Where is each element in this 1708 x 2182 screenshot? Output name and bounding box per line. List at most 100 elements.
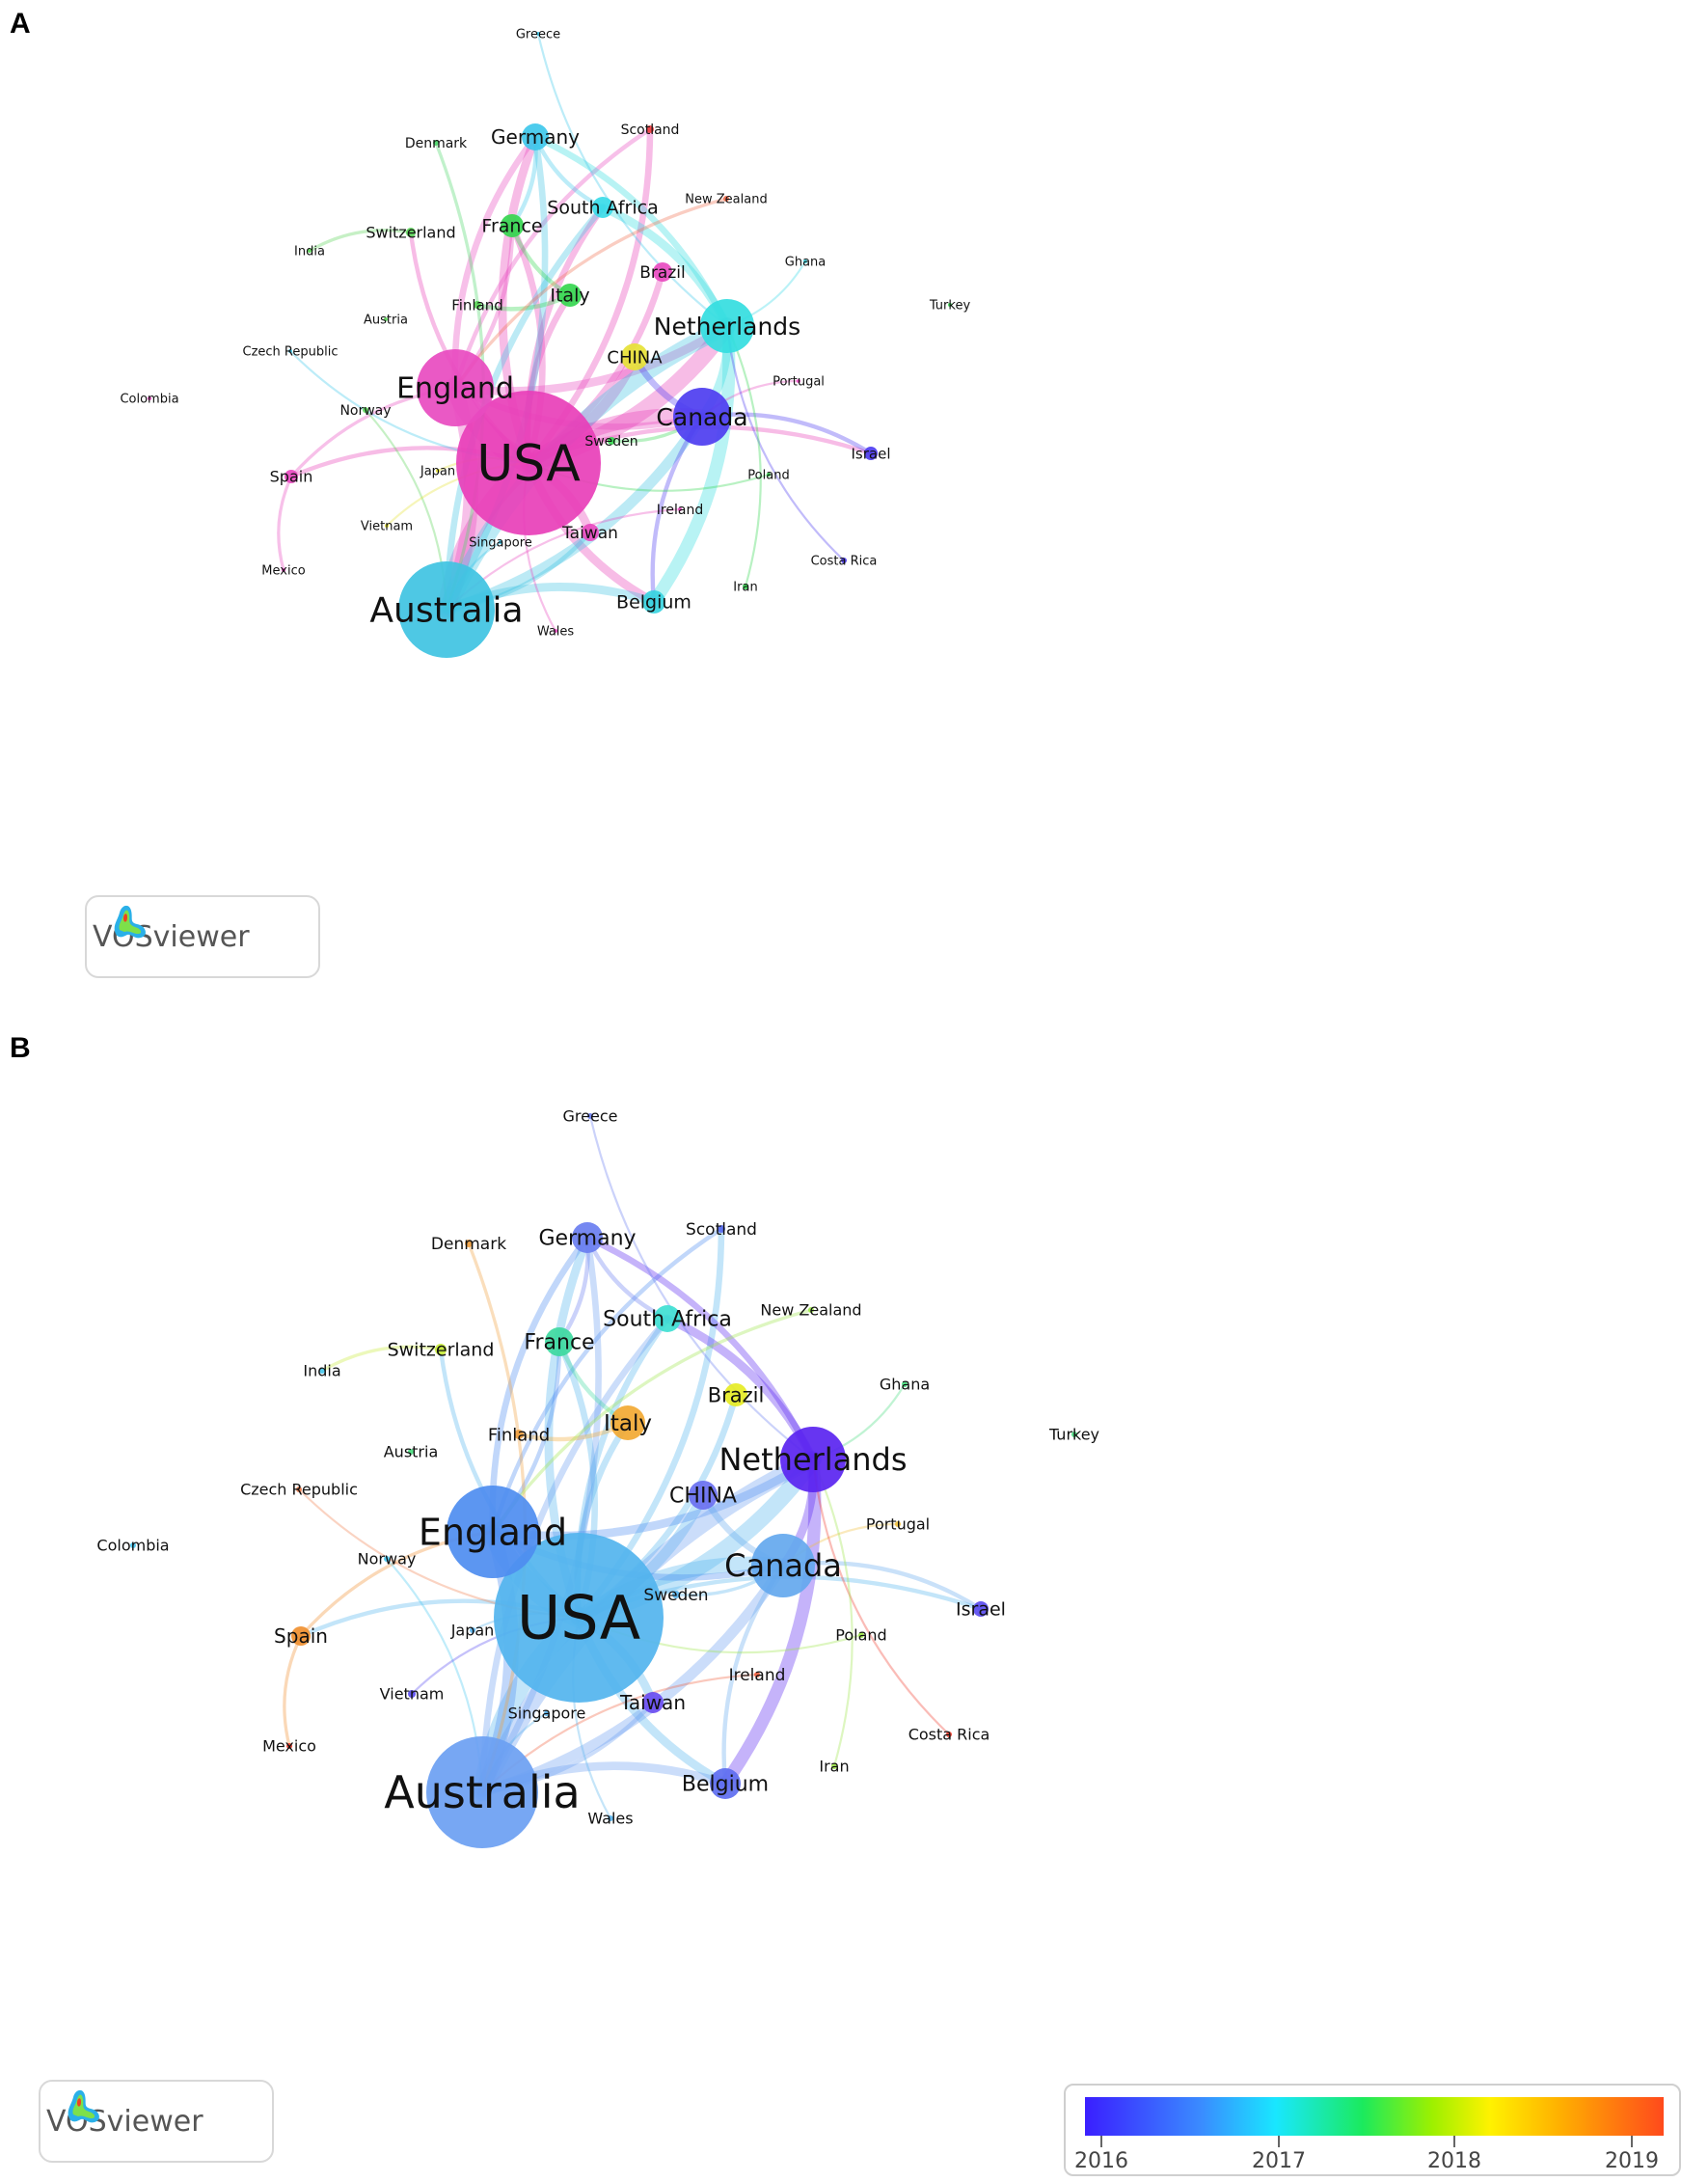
country-node[interactable]: [718, 1225, 725, 1233]
link-edge: [443, 133, 549, 614]
country-node[interactable]: [499, 540, 502, 544]
link-edge: [308, 229, 413, 253]
country-node[interactable]: [456, 391, 601, 535]
country-node[interactable]: [948, 303, 952, 307]
country-node[interactable]: [895, 1521, 901, 1527]
country-node[interactable]: [646, 125, 654, 133]
country-node[interactable]: [808, 1307, 814, 1313]
country-node[interactable]: [858, 1632, 864, 1638]
country-node[interactable]: [743, 584, 748, 589]
country-node[interactable]: [433, 140, 439, 146]
country-node[interactable]: [673, 388, 731, 446]
country-node[interactable]: [384, 317, 388, 321]
country-node[interactable]: [148, 396, 151, 400]
country-node[interactable]: [501, 214, 524, 237]
country-label: Israel: [956, 1599, 1006, 1621]
country-node[interactable]: [436, 469, 440, 473]
country-node[interactable]: [653, 262, 672, 282]
country-node[interactable]: [608, 1815, 613, 1821]
country-node[interactable]: [608, 437, 615, 445]
country-node[interactable]: [621, 343, 648, 370]
country-node[interactable]: [291, 1626, 311, 1646]
country-node[interactable]: [654, 1305, 681, 1332]
link-edge: [277, 475, 293, 572]
country-node[interactable]: [545, 1327, 574, 1356]
link-edge: [811, 1458, 854, 1768]
country-label: USA: [517, 1583, 640, 1653]
country-node[interactable]: [751, 1534, 815, 1597]
country-node[interactable]: [831, 1763, 837, 1769]
country-node[interactable]: [474, 301, 481, 309]
country-node[interactable]: [288, 349, 292, 353]
country-node[interactable]: [544, 1710, 550, 1716]
country-node[interactable]: [592, 197, 613, 218]
country-node[interactable]: [522, 123, 549, 150]
country-node[interactable]: [689, 1481, 718, 1510]
country-node[interactable]: [308, 249, 312, 253]
country-node[interactable]: [864, 447, 878, 460]
country-node[interactable]: [282, 568, 285, 572]
country-node[interactable]: [417, 349, 494, 426]
country-node[interactable]: [494, 1533, 664, 1703]
country-node[interactable]: [385, 524, 389, 528]
country-node[interactable]: [1071, 1432, 1077, 1437]
country-node[interactable]: [470, 1627, 475, 1633]
country-node[interactable]: [803, 259, 807, 263]
country-node[interactable]: [426, 1736, 538, 1848]
country-node[interactable]: [296, 1486, 302, 1492]
country-node[interactable]: [536, 32, 540, 36]
country-node[interactable]: [973, 1601, 989, 1617]
country-node[interactable]: [435, 1344, 447, 1355]
country-node[interactable]: [587, 1113, 593, 1119]
country-node[interactable]: [554, 629, 557, 633]
country-node[interactable]: [130, 1542, 136, 1548]
country-node[interactable]: [946, 1732, 952, 1737]
country-label: Austria: [364, 314, 408, 328]
country-node[interactable]: [572, 1222, 603, 1253]
country-node[interactable]: [465, 1240, 473, 1247]
country-node[interactable]: [642, 1692, 664, 1713]
country-node[interactable]: [408, 1690, 416, 1698]
country-node[interactable]: [408, 1449, 414, 1455]
country-node[interactable]: [902, 1381, 908, 1387]
country-node[interactable]: [678, 507, 682, 511]
country-node[interactable]: [363, 407, 368, 413]
country-node[interactable]: [285, 470, 298, 483]
country-label: Colombia: [120, 393, 178, 407]
country-node[interactable]: [841, 558, 847, 563]
country-node[interactable]: [582, 524, 599, 541]
country-node[interactable]: [672, 1591, 680, 1598]
country-label: Spain: [274, 1624, 328, 1648]
country-node[interactable]: [558, 284, 582, 307]
country-node[interactable]: [398, 561, 495, 658]
country-label: CHINA: [669, 1485, 737, 1509]
country-node[interactable]: [724, 1383, 747, 1406]
country-node[interactable]: [447, 1486, 539, 1578]
country-node[interactable]: [710, 1768, 741, 1799]
country-label: India: [294, 245, 325, 259]
country-node[interactable]: [754, 1672, 760, 1677]
country-node[interactable]: [797, 379, 800, 383]
country-label: Sweden: [584, 434, 637, 450]
country-node[interactable]: [514, 1430, 524, 1439]
country-node[interactable]: [384, 1556, 390, 1562]
country-node[interactable]: [780, 1427, 846, 1492]
country-label: Poland: [747, 469, 789, 483]
vosviewer-logo: VOSviewer: [85, 895, 320, 978]
country-label: Vietnam: [380, 1685, 445, 1704]
country-label: USA: [476, 435, 581, 493]
country-label: Taiwan: [619, 1691, 686, 1714]
country-label: Iran: [819, 1758, 849, 1776]
country-node[interactable]: [406, 228, 416, 237]
country-label: Turkey: [929, 299, 971, 314]
country-node[interactable]: [319, 1368, 325, 1374]
country-node[interactable]: [286, 1743, 292, 1749]
country-node[interactable]: [642, 590, 665, 614]
country-node[interactable]: [723, 196, 729, 202]
country-label: Germany: [491, 125, 580, 149]
country-node[interactable]: [610, 1405, 645, 1440]
country-label: Netherlands: [654, 313, 800, 341]
country-node[interactable]: [767, 473, 771, 477]
country-node[interactable]: [700, 299, 754, 353]
